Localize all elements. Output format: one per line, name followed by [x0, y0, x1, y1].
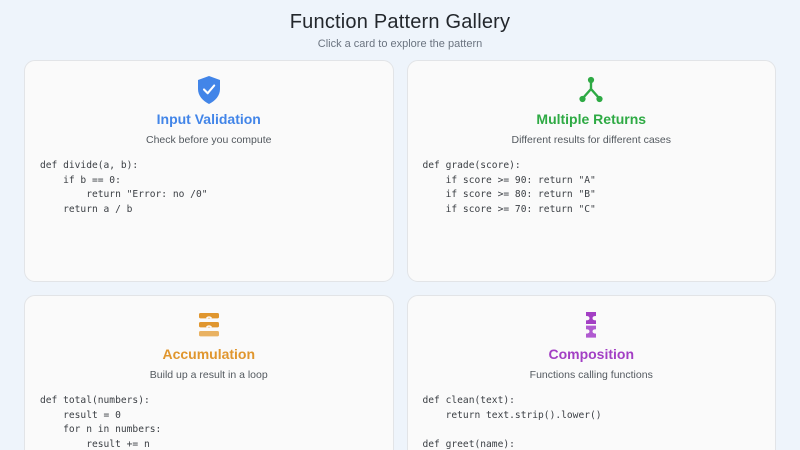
card-title: Input Validation — [156, 111, 261, 127]
card-composition[interactable]: Composition Functions calling functions … — [406, 295, 776, 450]
branch-fork-icon — [420, 75, 764, 105]
card-code-block: def divide(a, b): if b == 0: return "Err… — [40, 160, 208, 215]
card-subtitle: Check before you compute — [146, 134, 272, 146]
card-subtitle: Different results for different cases — [511, 134, 672, 146]
page-subtitle: Click a card to explore the pattern — [317, 38, 483, 50]
card-multiple-returns[interactable]: Multiple Returns Different results for d… — [406, 60, 776, 282]
card-accumulation[interactable]: Accumulation Build up a result in a loop… — [24, 295, 394, 450]
card-code-block: def clean(text): return text.strip().low… — [422, 395, 602, 450]
stacked-layers-icon — [37, 310, 381, 340]
card-grid: Input Validation Check before you comput… — [24, 60, 776, 450]
card-title: Composition — [548, 346, 635, 362]
card-title: Accumulation — [162, 346, 256, 362]
card-subtitle: Build up a result in a loop — [149, 369, 268, 381]
card-input-validation[interactable]: Input Validation Check before you comput… — [24, 60, 394, 282]
card-code-block: def grade(score): if score >= 90: return… — [422, 160, 596, 215]
card-title: Multiple Returns — [536, 111, 647, 127]
card-code-block: def total(numbers): result = 0 for n in … — [40, 395, 162, 450]
page-header: Function Pattern Gallery Click a card to… — [24, 8, 776, 51]
puzzle-pieces-icon — [420, 310, 764, 340]
card-subtitle: Functions calling functions — [529, 369, 653, 381]
shield-check-icon — [37, 75, 381, 105]
page-title: Function Pattern Gallery — [289, 11, 511, 33]
